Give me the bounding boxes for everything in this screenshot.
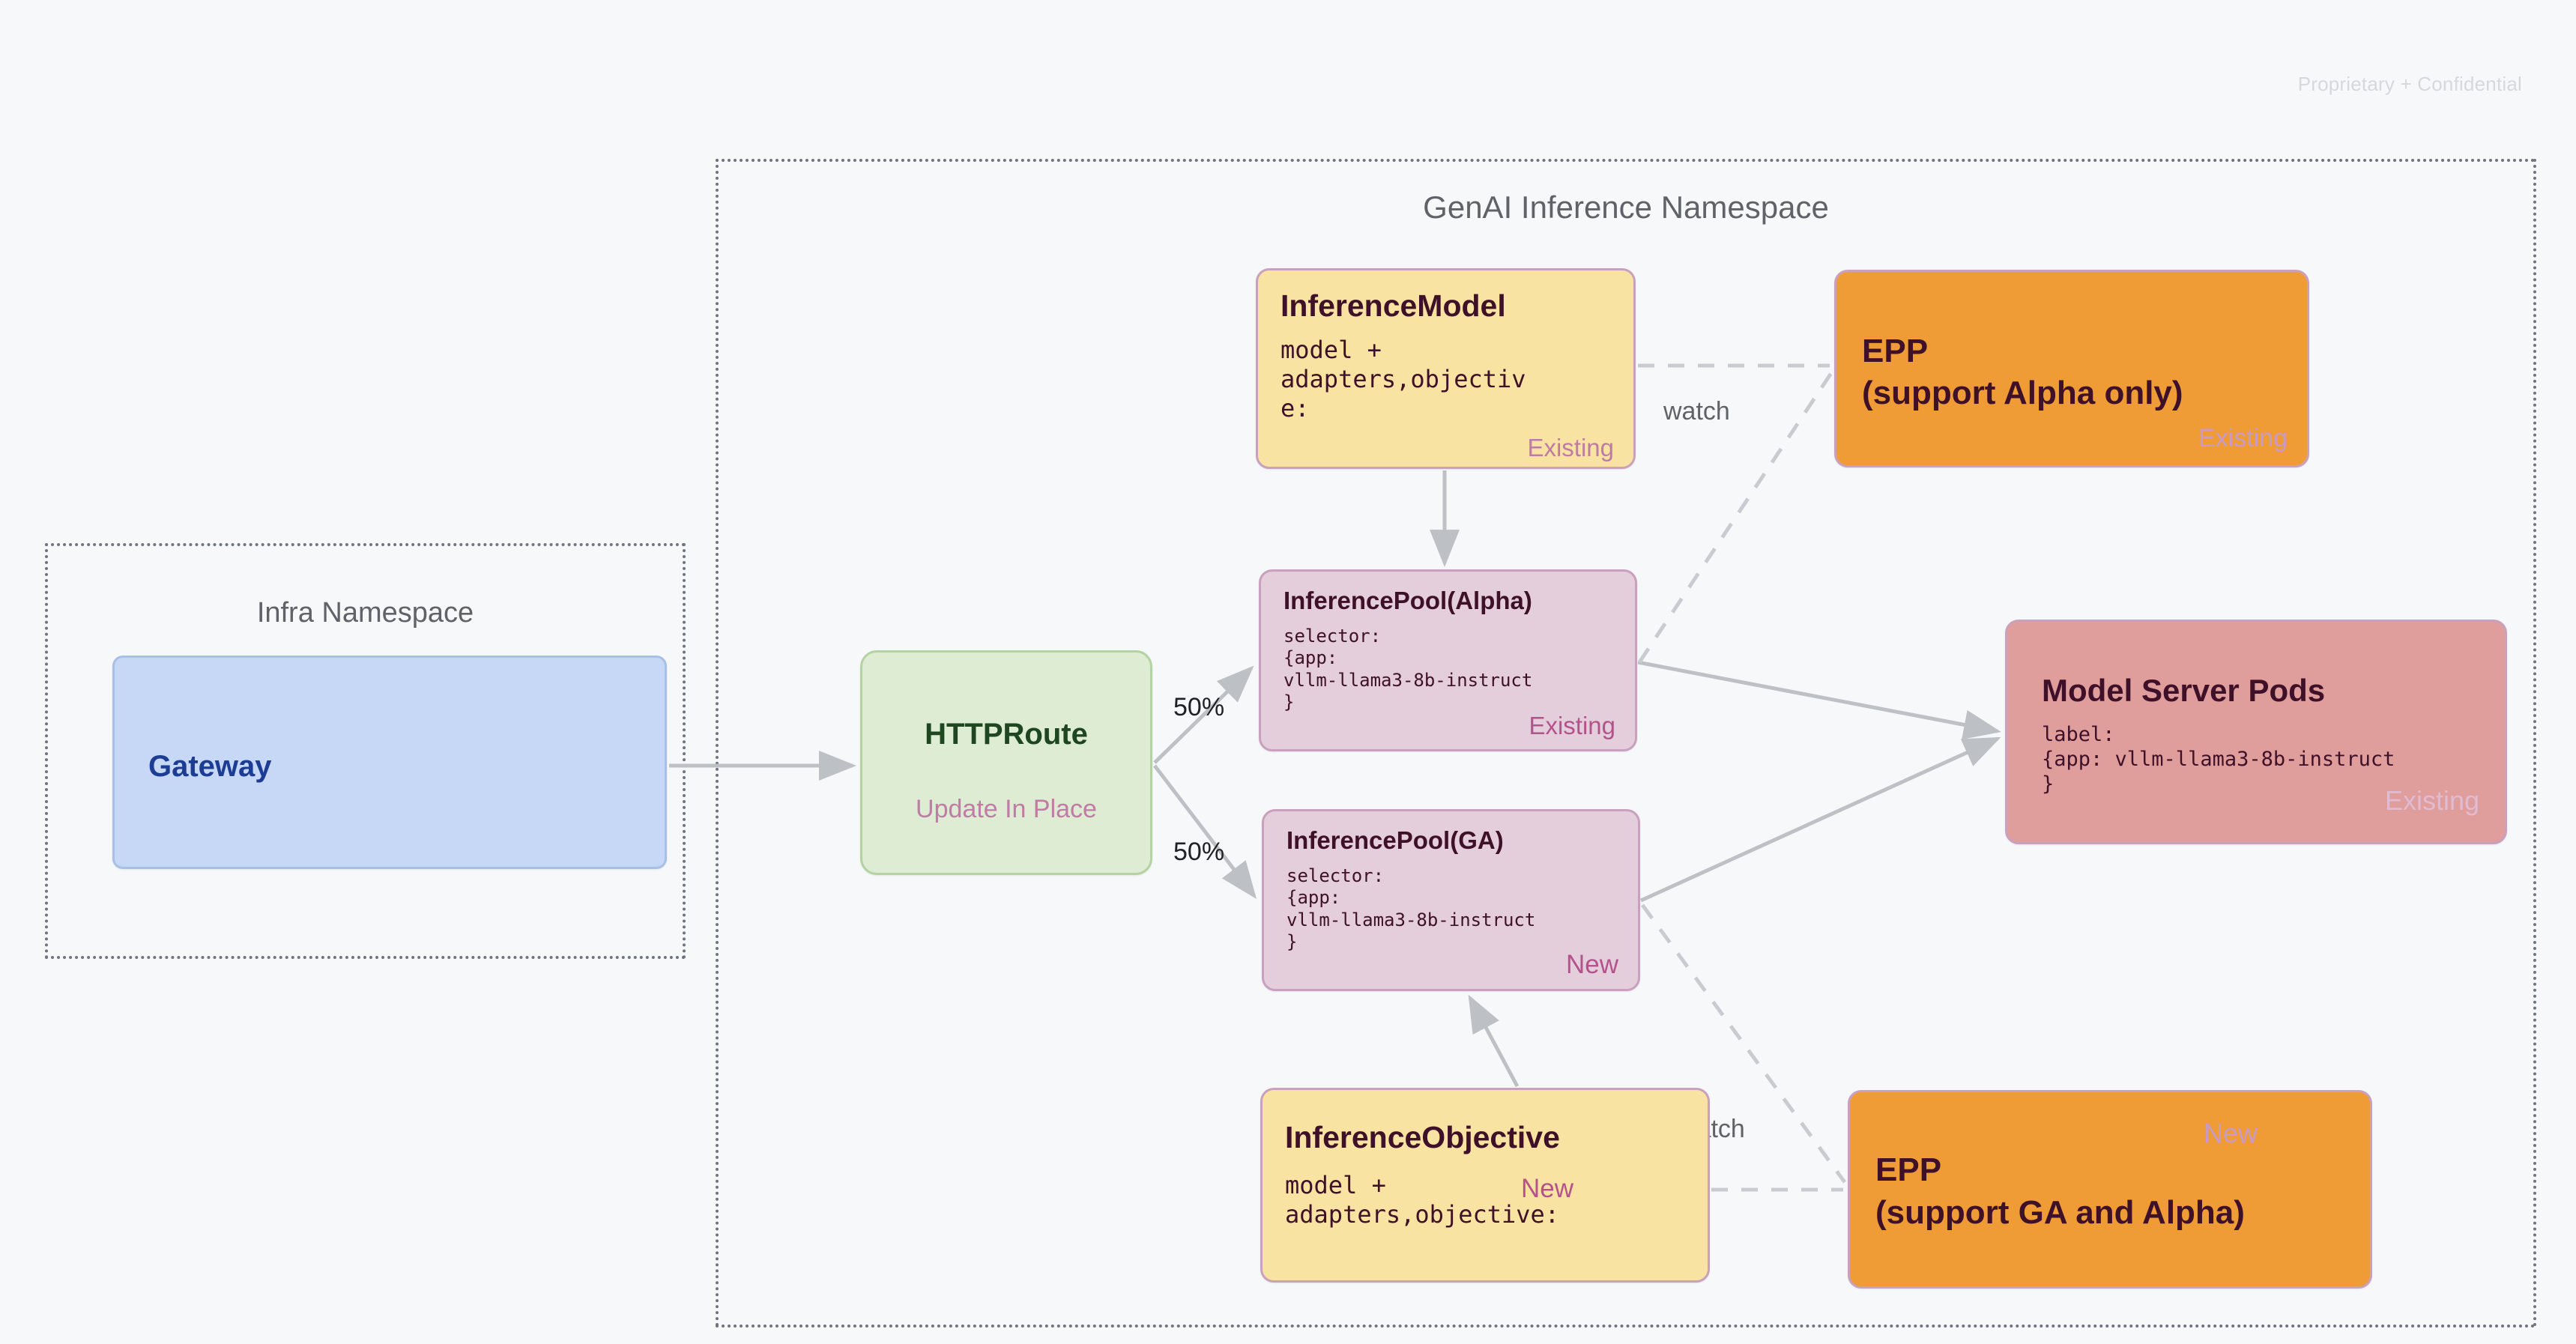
- inferencemodel-body: model + adapters,objectiv e:: [1281, 336, 1526, 423]
- httproute-title: HTTPRoute: [925, 718, 1088, 751]
- edge-label-watch-top: watch: [1663, 397, 1730, 426]
- node-httproute[interactable]: HTTPRoute Update In Place: [860, 650, 1152, 875]
- inferenceobjective-title: InferenceObjective: [1285, 1120, 1560, 1154]
- edge-label-split-alpha: 50%: [1173, 693, 1225, 721]
- genai-namespace-title: GenAI Inference Namespace: [1423, 190, 1829, 225]
- node-epp-alpha[interactable]: EPP (support Alpha only) Existing: [1834, 270, 2309, 467]
- node-epp-ga[interactable]: EPP (support GA and Alpha) New: [1848, 1090, 2372, 1289]
- epp-ga-badge: New: [2203, 1118, 2258, 1148]
- inferencepool-alpha-body: selector: {app: vllm-llama3-8b-instruct …: [1284, 626, 1533, 712]
- model-server-pods-badge: Existing: [2384, 785, 2479, 816]
- node-inferenceobjective[interactable]: InferenceObjective model + adapters,obje…: [1260, 1088, 1710, 1283]
- node-model-server-pods[interactable]: Model Server Pods label: {app: vllm-llam…: [2005, 620, 2507, 844]
- node-inferencepool-ga[interactable]: InferencePool(GA) selector: {app: vllm-l…: [1262, 809, 1640, 991]
- inferenceobjective-badge: New: [1521, 1174, 1574, 1203]
- infra-namespace-title: Infra Namespace: [256, 597, 474, 629]
- gateway-title: Gateway: [148, 750, 272, 783]
- infra-namespace-container: Infra Namespace: [45, 543, 686, 959]
- epp-alpha-title: EPP (support Alpha only): [1862, 333, 2183, 412]
- inferencemodel-badge: Existing: [1527, 434, 1614, 461]
- epp-alpha-badge: Existing: [2198, 424, 2288, 452]
- inferencepool-alpha-badge: Existing: [1529, 712, 1615, 739]
- inferencepool-alpha-title: InferencePool(Alpha): [1284, 587, 1532, 614]
- inferencepool-ga-title: InferencePool(GA): [1287, 826, 1504, 854]
- inferencemodel-title: InferenceModel: [1281, 288, 1506, 323]
- epp-ga-title: EPP (support GA and Alpha): [1875, 1151, 2245, 1232]
- node-inferencemodel[interactable]: InferenceModel model + adapters,objectiv…: [1256, 268, 1636, 469]
- httproute-subtitle: Update In Place: [916, 795, 1097, 823]
- model-server-pods-body: label: {app: vllm-llama3-8b-instruct }: [2042, 723, 2395, 796]
- confidential-notice: Proprietary + Confidential: [2297, 73, 2522, 95]
- inferenceobjective-body: model + adapters,objective:: [1285, 1171, 1560, 1229]
- genai-namespace-container: GenAI Inference Namespace: [716, 159, 2536, 1328]
- edge-label-split-ga: 50%: [1173, 838, 1225, 866]
- inferencepool-ga-badge: New: [1565, 950, 1618, 979]
- inferencepool-ga-body: selector: {app: vllm-llama3-8b-instruct …: [1287, 865, 1536, 952]
- node-gateway[interactable]: Gateway: [112, 656, 667, 869]
- model-server-pods-title: Model Server Pods: [2042, 673, 2326, 708]
- node-inferencepool-alpha[interactable]: InferencePool(Alpha) selector: {app: vll…: [1259, 569, 1637, 751]
